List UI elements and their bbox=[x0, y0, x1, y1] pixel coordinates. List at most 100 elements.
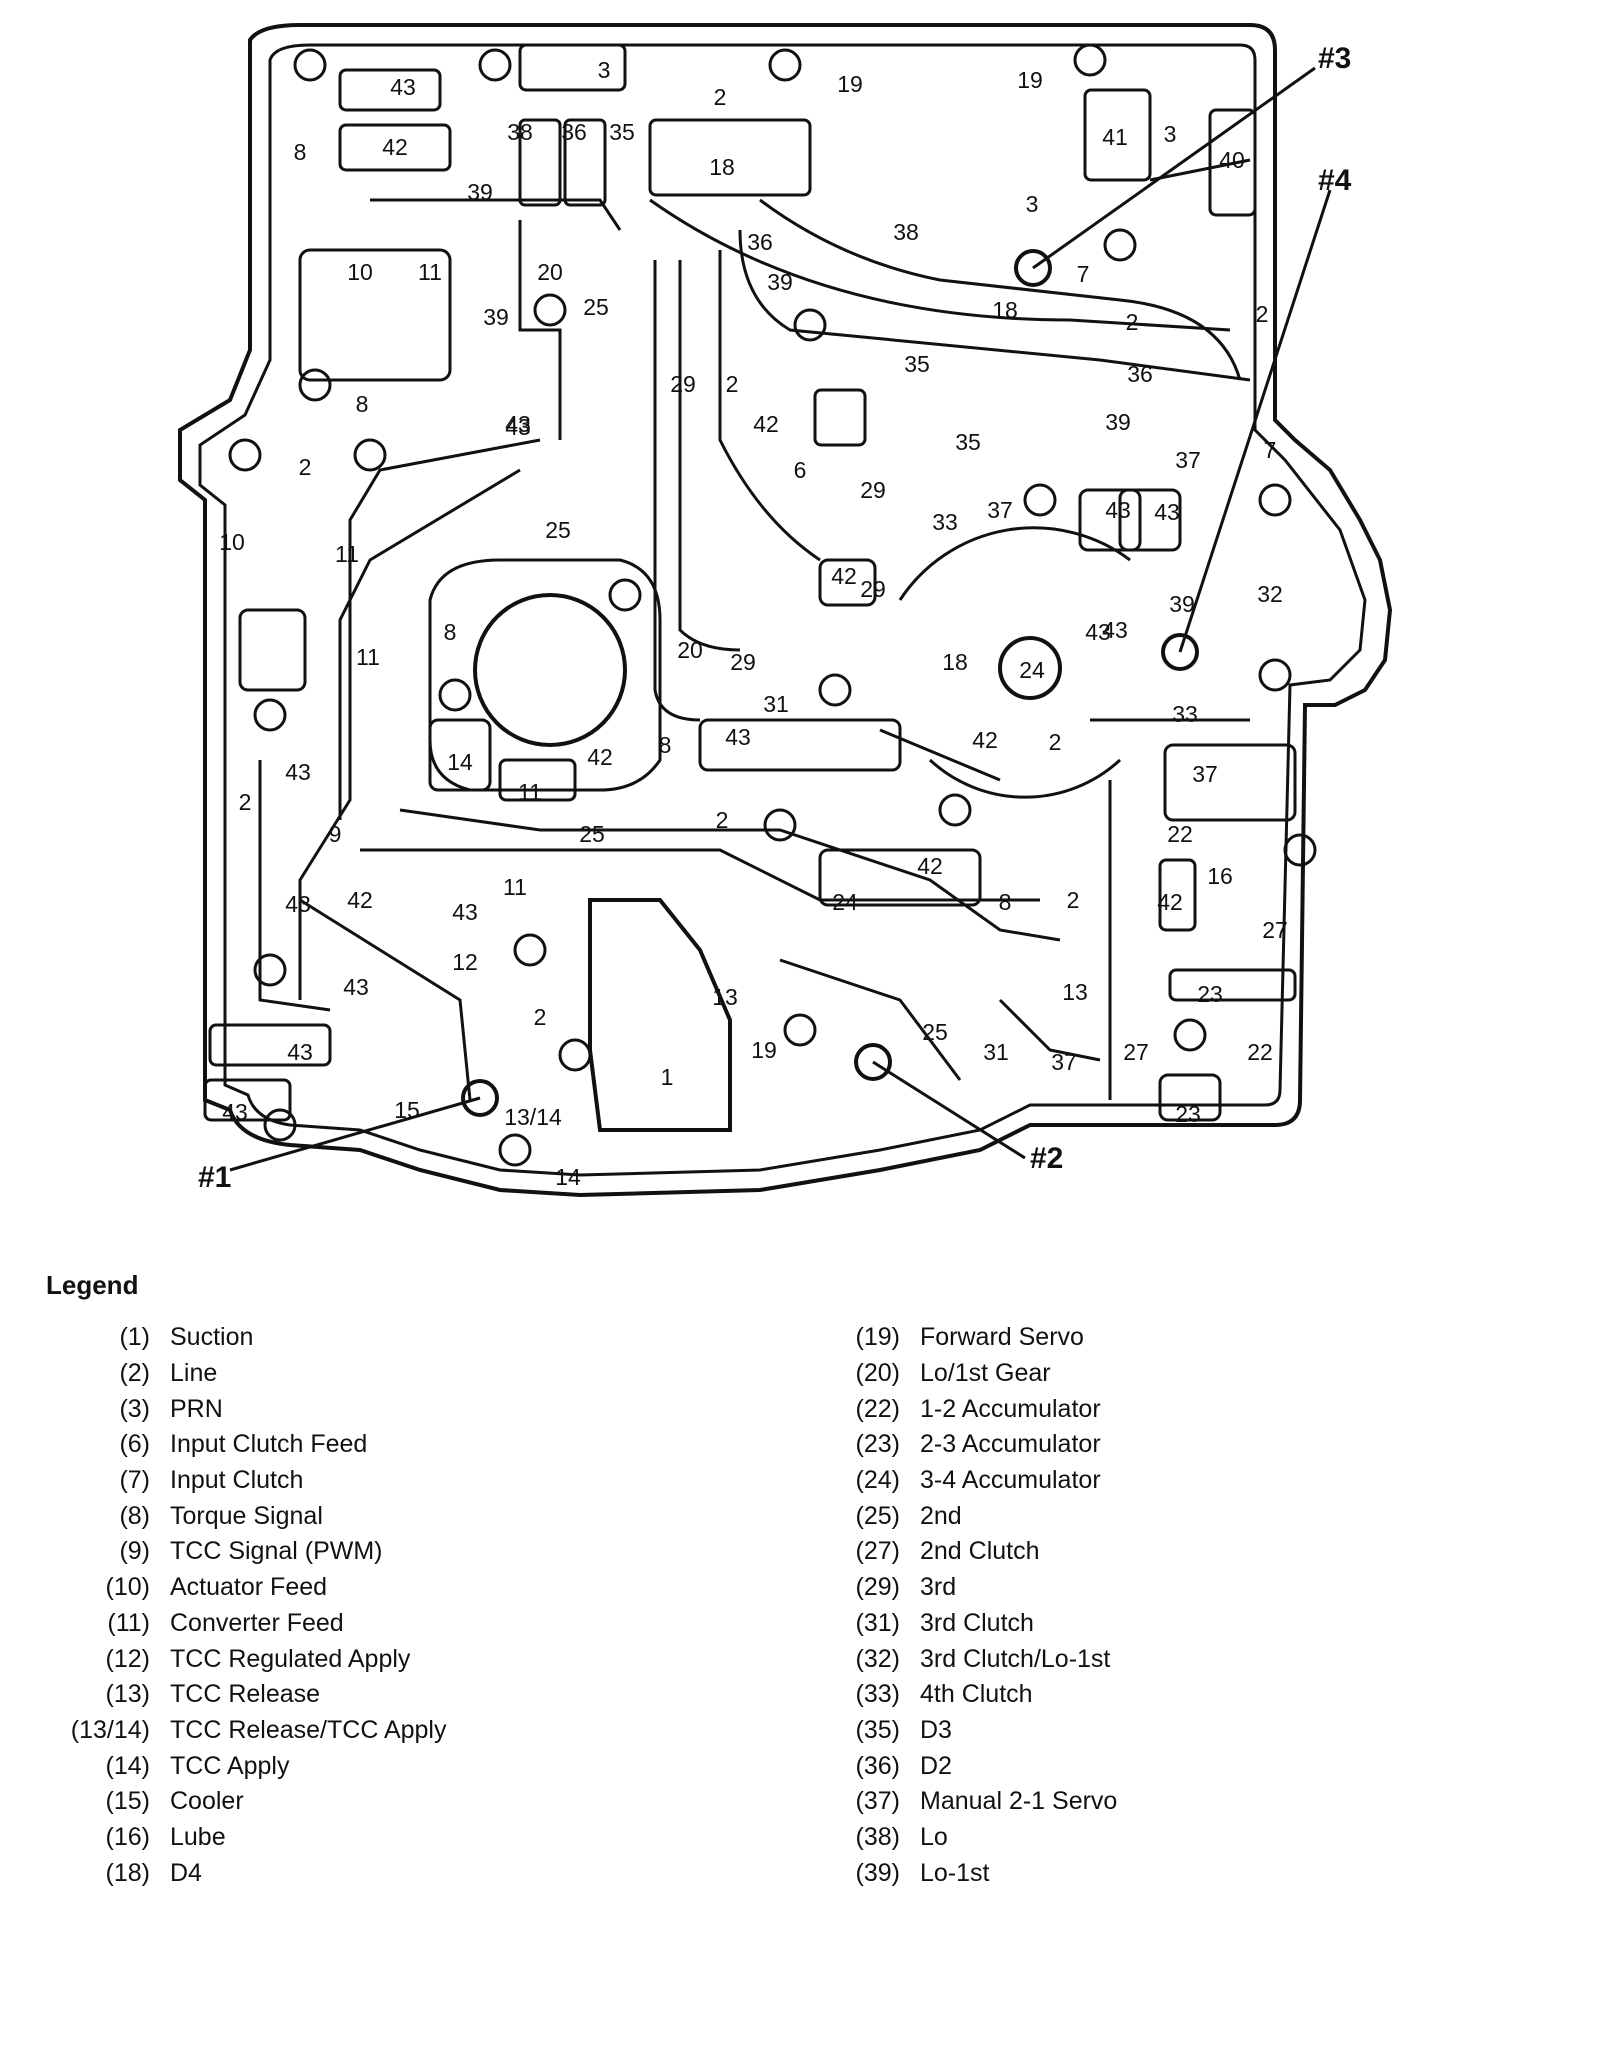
legend-item: (18)D4 bbox=[0, 1855, 446, 1891]
legend-description: 2nd Clutch bbox=[920, 1537, 1040, 1566]
passage-label: 42 bbox=[347, 887, 373, 913]
legend-number: (36) bbox=[855, 1751, 900, 1780]
legend-column-left: (1)Suction(2)Line(3)PRN(6)Input Clutch F… bbox=[0, 1320, 447, 1891]
legend-number: (24) bbox=[855, 1466, 900, 1495]
passage-label: 43 bbox=[725, 724, 751, 750]
legend-number: (9) bbox=[119, 1537, 150, 1566]
passage-label: 13/14 bbox=[504, 1104, 562, 1130]
accumulator-arc bbox=[898, 526, 1131, 799]
legend-description: Converter Feed bbox=[170, 1608, 344, 1637]
passage-label: 2 bbox=[1126, 309, 1139, 335]
checkball-4 bbox=[1161, 633, 1199, 671]
legend-description: Lo-1st bbox=[920, 1858, 990, 1887]
passage-label: 43 bbox=[452, 899, 478, 925]
passage-label: 18 bbox=[709, 154, 735, 180]
passage-label: 25 bbox=[579, 821, 605, 847]
passage-label: 37 bbox=[1051, 1049, 1077, 1075]
passage-label: 25 bbox=[583, 294, 609, 320]
passage-label: 39 bbox=[467, 179, 493, 205]
passage-label: 11 bbox=[418, 259, 442, 285]
passage-label: 35 bbox=[955, 429, 981, 455]
passage-label: 42 bbox=[382, 134, 408, 160]
legend-description: Input Clutch bbox=[170, 1466, 304, 1495]
passage-label: 29 bbox=[860, 576, 886, 602]
passage-label: 12 bbox=[452, 949, 478, 975]
passage-label: 20 bbox=[677, 637, 703, 663]
legend-number: (35) bbox=[855, 1715, 900, 1744]
suction-port bbox=[588, 898, 732, 1132]
passage-label: 22 bbox=[1247, 1039, 1273, 1065]
passage-label: 39 bbox=[1105, 409, 1131, 435]
legend-number: (29) bbox=[855, 1573, 900, 1602]
passage-label: 42 bbox=[831, 563, 857, 589]
passage-label: 41 bbox=[1102, 124, 1128, 150]
passage-label: 36 bbox=[747, 229, 773, 255]
legend-number: (25) bbox=[855, 1501, 900, 1530]
legend-number: (18) bbox=[105, 1858, 150, 1887]
passage-label: 20 bbox=[537, 259, 563, 285]
passage-label: 2 bbox=[239, 789, 252, 815]
passage-label: 33 bbox=[1172, 701, 1198, 727]
passage-label: 9 bbox=[329, 821, 342, 847]
legend-number: (20) bbox=[855, 1359, 900, 1388]
legend-number: (16) bbox=[105, 1822, 150, 1851]
legend-description: 2nd bbox=[920, 1501, 962, 1530]
passage-label: 42 bbox=[917, 853, 943, 879]
passage-label: 37 bbox=[1192, 761, 1218, 787]
passage-label: 6 bbox=[794, 457, 807, 483]
passage-label: 7 bbox=[1077, 261, 1090, 287]
legend-item: (32)3rd Clutch/Lo-1st bbox=[780, 1641, 1117, 1677]
legend-item: (19)Forward Servo bbox=[780, 1320, 1117, 1356]
legend-number: (6) bbox=[119, 1430, 150, 1459]
passage-label: 38 bbox=[893, 219, 919, 245]
passage-label: 13 bbox=[1062, 979, 1088, 1005]
legend-description: TCC Apply bbox=[170, 1751, 290, 1780]
passage-label: 43 bbox=[287, 1039, 313, 1065]
passage-label: 43 bbox=[1085, 619, 1111, 645]
passage-label: 22 bbox=[1167, 821, 1193, 847]
legend-column-right: (19)Forward Servo(20)Lo/1st Gear(22)1-2 … bbox=[780, 1320, 1118, 1891]
passage-label: 7 bbox=[1264, 437, 1277, 463]
passage-label: 39 bbox=[1169, 591, 1195, 617]
passage-label: 29 bbox=[730, 649, 756, 675]
channels bbox=[258, 158, 1251, 1101]
legend-item: (14)TCC Apply bbox=[0, 1748, 446, 1784]
passage-label: 42 bbox=[1157, 889, 1183, 915]
legend-item: (13/14)TCC Release/TCC Apply bbox=[0, 1713, 447, 1749]
passage-label: 11 bbox=[518, 779, 542, 805]
legend-item: (3)PRN bbox=[0, 1391, 446, 1427]
legend-item: (1)Suction bbox=[0, 1320, 446, 1356]
legend-item: (8)Torque Signal bbox=[0, 1498, 446, 1534]
passage-label: 11 bbox=[335, 541, 359, 567]
legend-item: (33)4th Clutch bbox=[780, 1677, 1117, 1713]
valve-body-inner-outline bbox=[198, 43, 1367, 1177]
legend-item: (2)Line bbox=[0, 1356, 446, 1392]
passage-label: 19 bbox=[1017, 67, 1043, 93]
passage-label: 10 bbox=[347, 259, 373, 285]
passage-label: 29 bbox=[860, 477, 886, 503]
legend-item: (22)1-2 Accumulator bbox=[780, 1391, 1117, 1427]
passages bbox=[203, 43, 1297, 1122]
passage-label: 32 bbox=[1257, 581, 1283, 607]
passage-label: 31 bbox=[983, 1039, 1009, 1065]
passage-label: 29 bbox=[670, 371, 696, 397]
legend-description: Suction bbox=[170, 1323, 254, 1352]
bore-surround bbox=[428, 558, 662, 792]
legend-number: (38) bbox=[855, 1822, 900, 1851]
passage-label: 27 bbox=[1262, 917, 1288, 943]
legend-number: (8) bbox=[119, 1501, 150, 1530]
passage-label: 2 bbox=[299, 454, 312, 480]
leader-lines bbox=[229, 66, 1332, 1172]
legend-description: PRN bbox=[170, 1394, 223, 1423]
legend-item: (27)2nd Clutch bbox=[780, 1534, 1117, 1570]
passage-label: 43 bbox=[505, 411, 531, 437]
passage-label: 43 bbox=[343, 974, 369, 1000]
legend-item: (38)Lo bbox=[780, 1820, 1117, 1856]
legend-number: (39) bbox=[855, 1858, 900, 1887]
passage-label: 37 bbox=[1175, 447, 1201, 473]
passage-label: 2 bbox=[1256, 301, 1269, 327]
checkballs bbox=[461, 249, 1199, 1117]
bolt-holes bbox=[228, 43, 1317, 1167]
legend-item: (7)Input Clutch bbox=[0, 1463, 446, 1499]
passage-label: 8 bbox=[659, 732, 672, 758]
